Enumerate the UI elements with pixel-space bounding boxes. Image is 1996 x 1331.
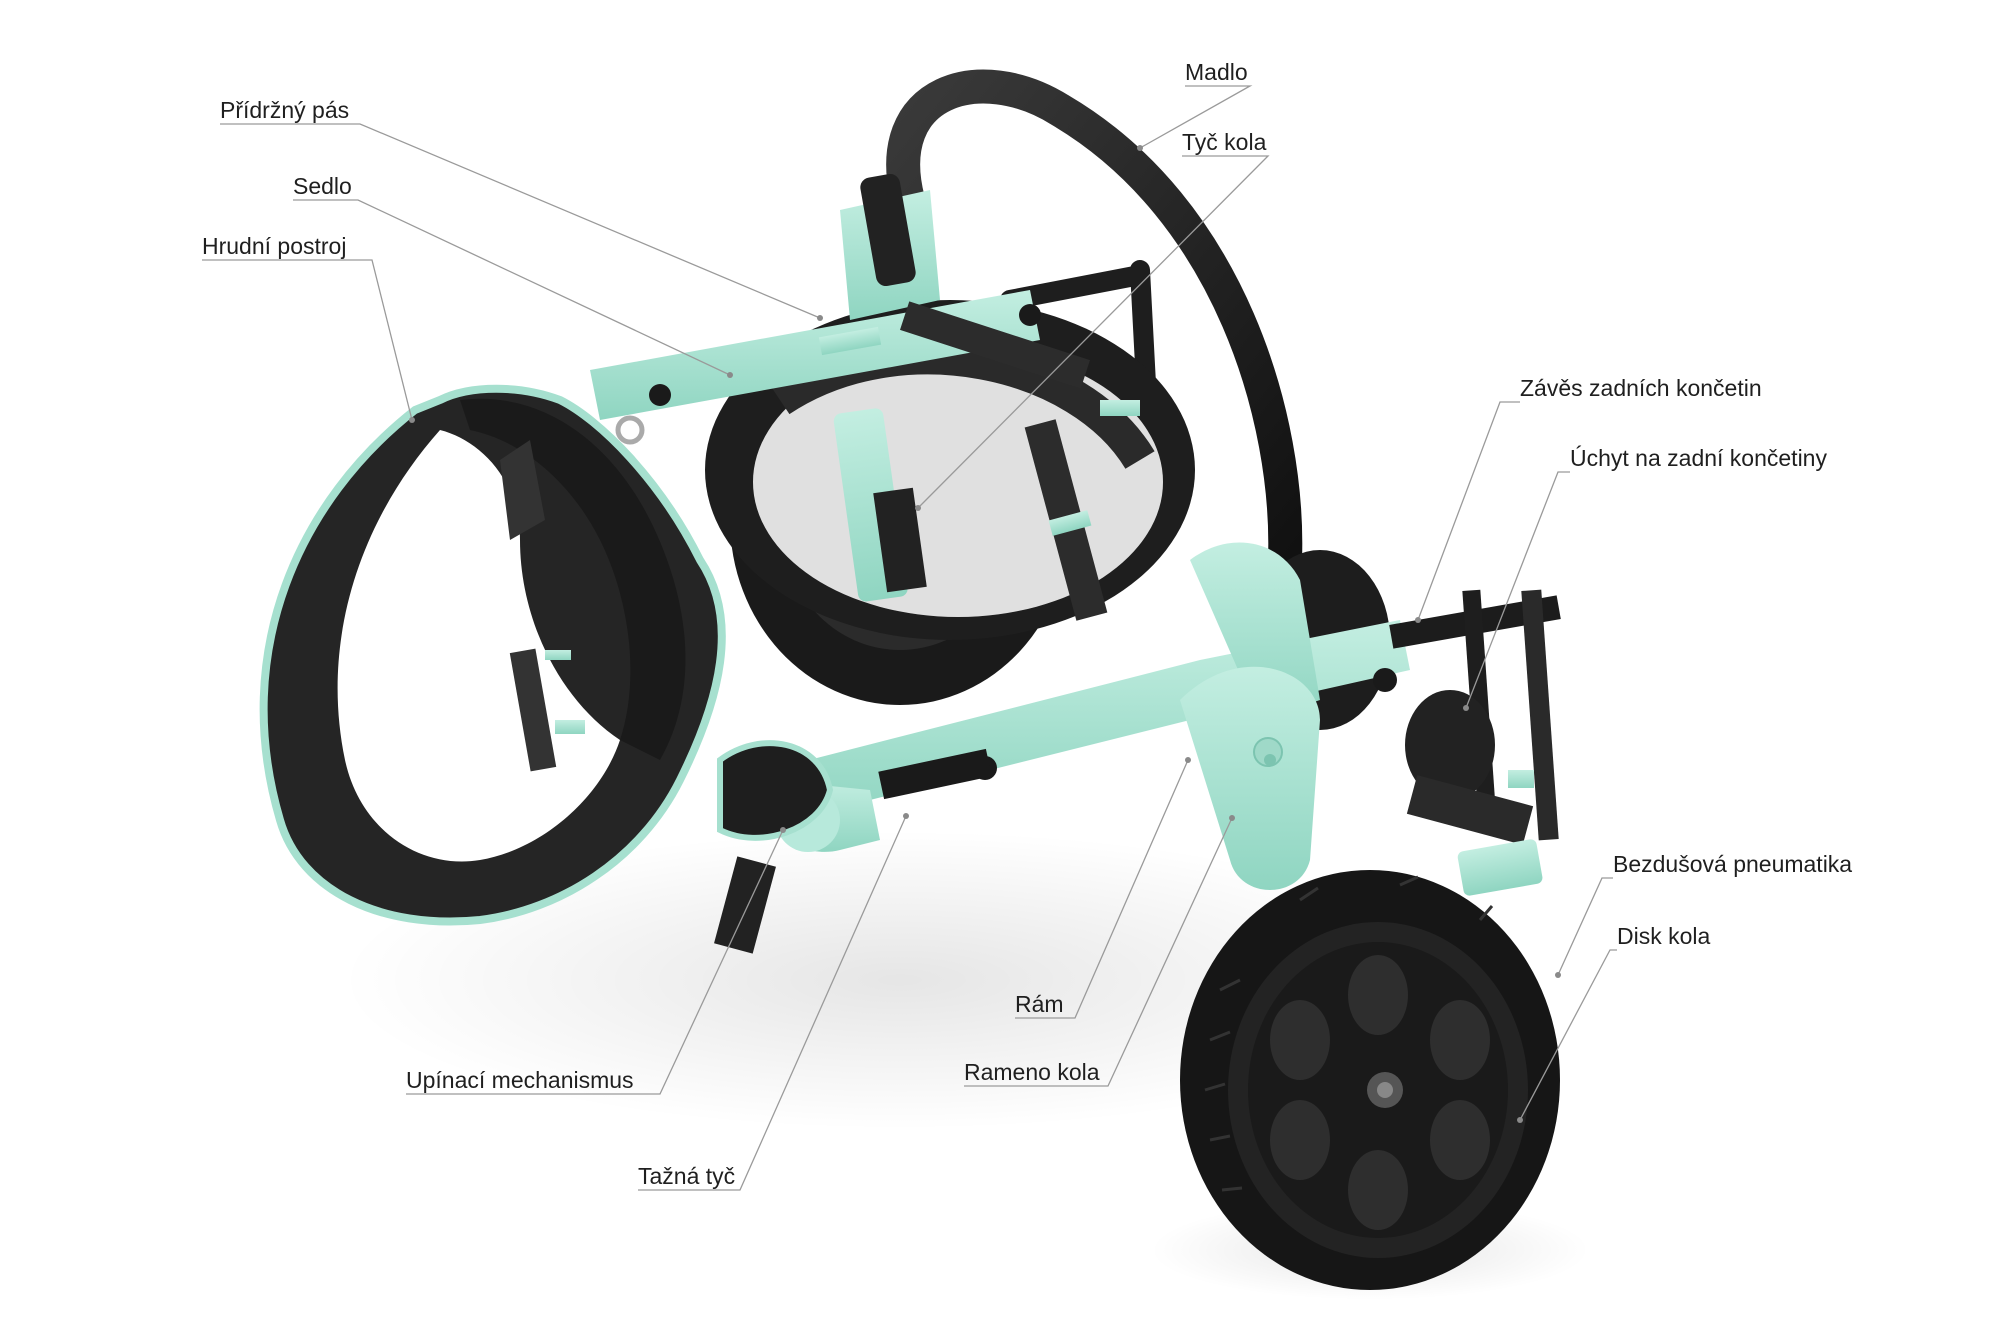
frame-top xyxy=(590,173,1041,420)
leader-lines xyxy=(202,85,1617,1191)
label-uchyt-na-zadni-koncetiny: Úchyt na zadní končetiny xyxy=(1570,445,1827,471)
leader-pridrzny-pas-dot xyxy=(817,315,823,321)
leader-disk xyxy=(1519,949,1617,1121)
leader-rameno-dot xyxy=(1229,815,1235,821)
leader-upinaci-dot xyxy=(780,827,786,833)
leader-uchyt-dot xyxy=(1463,705,1469,711)
leader-uchyt xyxy=(1465,471,1570,709)
label-hrudni-postroj: Hrudní postroj xyxy=(202,233,347,259)
label-bezdusova-pneumatika: Bezdušová pneumatika xyxy=(1613,851,1853,877)
leader-bezdusova xyxy=(1557,877,1613,976)
ground-shadow xyxy=(340,830,1460,1130)
leader-tyc-kola-dot xyxy=(915,505,921,511)
label-tyc-kola: Tyč kola xyxy=(1182,129,1267,155)
leader-zaves-dot xyxy=(1415,617,1421,623)
leader-disk-dot xyxy=(1517,1117,1523,1123)
leader-tazna xyxy=(638,815,907,1191)
leader-tazna-dot xyxy=(903,813,909,819)
leader-zaves xyxy=(1417,401,1520,621)
leader-tyc-kola xyxy=(917,155,1270,509)
leader-bezdusova-dot xyxy=(1555,972,1561,978)
label-pridrzny-pas: Přídržný pás xyxy=(220,97,350,123)
rear-limb-assembly xyxy=(1389,589,1561,896)
leader-madlo xyxy=(1139,85,1253,149)
label-tazna-tyc: Tažná tyč xyxy=(638,1163,736,1189)
wheel-disk-spokes xyxy=(1270,955,1490,1230)
leader-hrudni-postroj-dot xyxy=(409,417,415,423)
leader-hrudni-postroj xyxy=(202,259,413,421)
leader-madlo-dot xyxy=(1137,145,1143,151)
label-upinaci-mechanismus: Upínací mechanismus xyxy=(406,1067,634,1093)
leader-rameno xyxy=(964,817,1233,1087)
wheel-rod xyxy=(833,408,927,602)
frame-main xyxy=(768,542,1410,890)
label-sedlo: Sedlo xyxy=(293,173,352,199)
label-ram: Rám xyxy=(1015,991,1064,1017)
front-wheel xyxy=(1180,870,1560,1290)
saddle-straps xyxy=(818,301,1140,621)
leader-pridrzny-pas xyxy=(220,123,821,319)
leader-ram-dot xyxy=(1185,757,1191,763)
label-madlo: Madlo xyxy=(1185,59,1248,85)
leader-upinaci xyxy=(406,829,784,1095)
leader-ram xyxy=(1015,759,1189,1019)
leader-sedlo-dot xyxy=(727,372,733,378)
leader-sedlo xyxy=(293,199,731,376)
chest-harness xyxy=(259,384,834,954)
label-rameno-kola: Rameno kola xyxy=(964,1059,1100,1085)
label-zaves-zadnich-koncetin: Závěs zadních končetin xyxy=(1520,375,1762,401)
leader-dots xyxy=(409,145,1561,1123)
handle xyxy=(886,69,1303,577)
label-disk-kola: Disk kola xyxy=(1617,923,1711,949)
